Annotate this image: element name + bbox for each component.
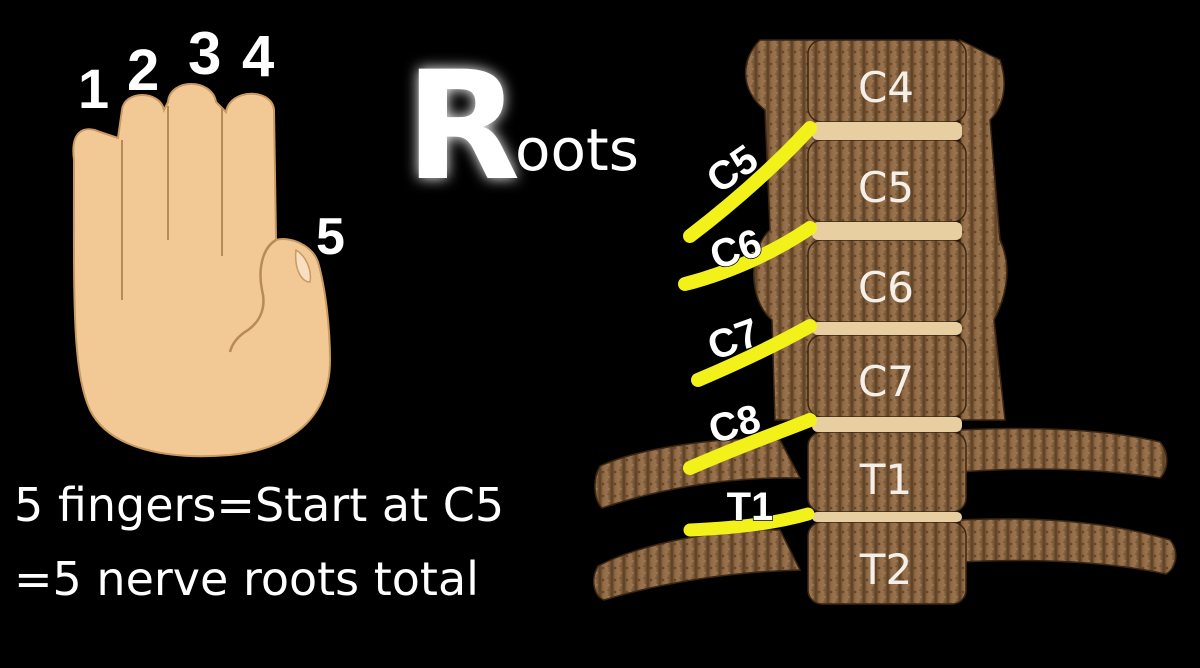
finger-number-4: 4 — [242, 24, 274, 89]
title-rest: oots — [515, 116, 639, 184]
spine-illustration: C4 C5 C6 C7 T1 T2 C5 C6 C7 C8 T1 — [594, 40, 1176, 604]
vertebra-label-c6: C6 — [858, 263, 914, 312]
finger-number-3: 3 — [188, 20, 221, 87]
finger-number-1: 1 — [78, 57, 109, 120]
hand-illustration — [73, 84, 330, 456]
vertebra-label-c4: C4 — [858, 63, 914, 112]
title-big-letter: R — [405, 40, 521, 214]
finger-number-5: 5 — [316, 208, 345, 266]
vertebra-label-t1: T1 — [859, 455, 912, 504]
vertebra-label-t2: T2 — [859, 545, 912, 594]
title: R oots — [405, 40, 639, 214]
root-label-t1: T1 — [727, 485, 774, 529]
finger-number-2: 2 — [127, 38, 159, 103]
caption-line-2: =5 nerve roots total — [14, 552, 479, 606]
caption-line-1: 5 fingers=Start at C5 — [14, 478, 504, 532]
root-label-c5: C5 — [699, 137, 766, 202]
vertebra-label-c7: C7 — [858, 357, 914, 406]
vertebra-label-c5: C5 — [858, 163, 914, 212]
